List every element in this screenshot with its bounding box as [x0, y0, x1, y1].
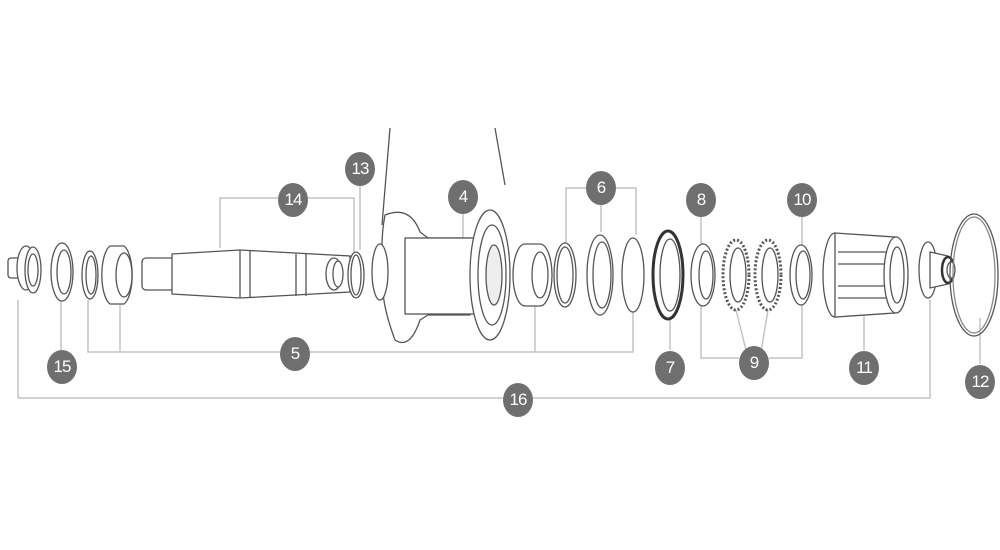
- callout-label: 12: [971, 372, 990, 391]
- part-5-ring: [81, 250, 99, 300]
- callout-13: 13: [345, 152, 375, 186]
- part-16-left-end-cap: [7, 245, 42, 294]
- callout-label: 7: [665, 358, 676, 377]
- callout-label: 6: [596, 178, 607, 197]
- callout-label: 11: [856, 358, 873, 377]
- callout-9: 9: [739, 346, 769, 380]
- callout-label: 8: [696, 190, 707, 209]
- callout-label: 13: [351, 159, 370, 178]
- part-13-o-ring: [347, 251, 365, 299]
- callout-label: 10: [793, 190, 812, 209]
- leader-lines: [17, 186, 981, 399]
- callout-5: 5: [280, 337, 310, 371]
- callout-label: 15: [53, 357, 72, 376]
- callout-label: 9: [749, 353, 760, 372]
- part-15-seal: [50, 242, 74, 302]
- part-7-seal: [651, 229, 685, 321]
- callout-14: 14: [278, 183, 308, 217]
- part-4-hub-body: [371, 209, 511, 344]
- callout-label: 4: [458, 187, 469, 206]
- part-5-bearing-right: [512, 243, 553, 307]
- callout-label: 14: [284, 190, 303, 209]
- callout-16: 16: [503, 383, 533, 417]
- part-6-snap-ring: [621, 237, 645, 313]
- callout-7: 7: [655, 351, 685, 385]
- part-6-ratchet: [586, 234, 614, 316]
- part-11-freehub-body: [822, 232, 909, 318]
- part-9-ratchet-ring-a: [721, 238, 751, 312]
- part-10-spring: [789, 244, 813, 306]
- part-6-ring: [553, 242, 577, 308]
- part-5-bearing-left: [101, 245, 133, 305]
- callout-4: 4: [448, 180, 478, 214]
- part-8-spacer: [690, 243, 716, 307]
- part-9-ratchet-ring-b: [753, 238, 783, 312]
- part-14-axle: [141, 249, 351, 299]
- spokes: [381, 127, 506, 226]
- callout-label: 5: [290, 344, 301, 363]
- callout-label: 16: [509, 390, 528, 409]
- part-12-large-o-ring: [949, 213, 999, 337]
- callout-8: 8: [686, 183, 716, 217]
- callout-11: 11: [849, 351, 879, 385]
- callout-12: 12: [965, 365, 995, 399]
- callout-15: 15: [47, 350, 77, 384]
- part-16-right-end-cap: [918, 241, 956, 299]
- callout-6: 6: [586, 171, 616, 205]
- callout-10: 10: [787, 183, 817, 217]
